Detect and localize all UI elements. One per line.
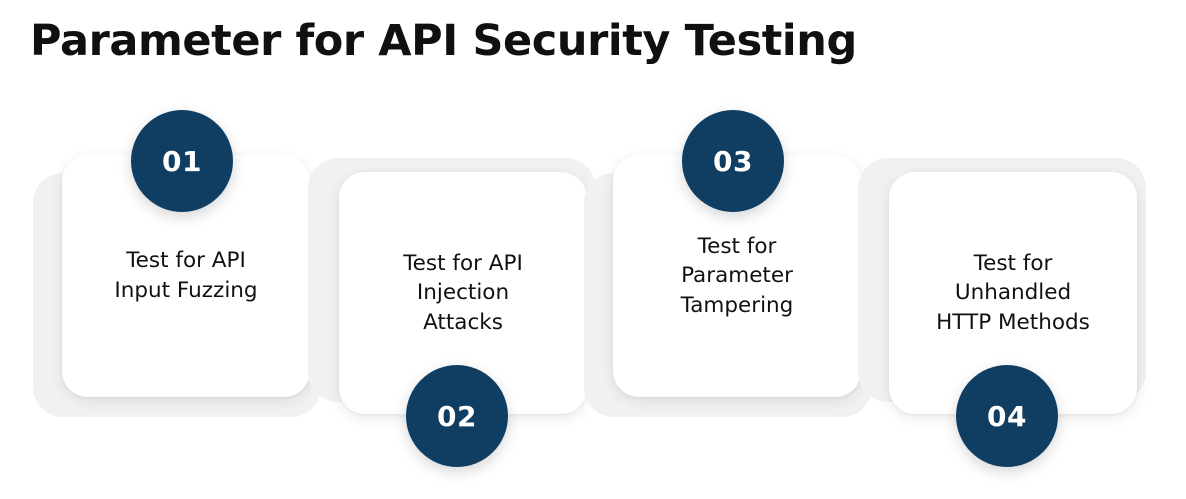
card-label: Test for Unhandled HTTP Methods (936, 250, 1090, 335)
step-number-badge[interactable]: 01 (131, 110, 233, 212)
card-label: Test for Parameter Tampering (680, 233, 794, 318)
step-number-label: 04 (987, 399, 1027, 433)
step-number-badge[interactable]: 02 (406, 365, 508, 467)
step-card-01[interactable]: Test for API Input Fuzzing 01 (33, 0, 333, 499)
step-number-label: 02 (437, 399, 477, 433)
card-body[interactable]: Test for API Input Fuzzing (62, 155, 310, 397)
card-body[interactable]: Test for Unhandled HTTP Methods (889, 172, 1137, 414)
step-number-badge[interactable]: 03 (682, 110, 784, 212)
page-title: Parameter for API Security Testing (30, 16, 857, 66)
card-label: Test for API Injection Attacks (403, 250, 523, 335)
step-card-03[interactable]: Test for Parameter Tampering 03 (584, 0, 884, 499)
step-number-label: 03 (713, 144, 753, 178)
step-card-02[interactable]: Test for API Injection Attacks 02 (308, 0, 608, 499)
step-number-badge[interactable]: 04 (956, 365, 1058, 467)
card-label: Test for API Input Fuzzing (114, 248, 258, 303)
step-card-04[interactable]: Test for Unhandled HTTP Methods 04 (858, 0, 1158, 499)
step-number-label: 01 (162, 144, 202, 178)
